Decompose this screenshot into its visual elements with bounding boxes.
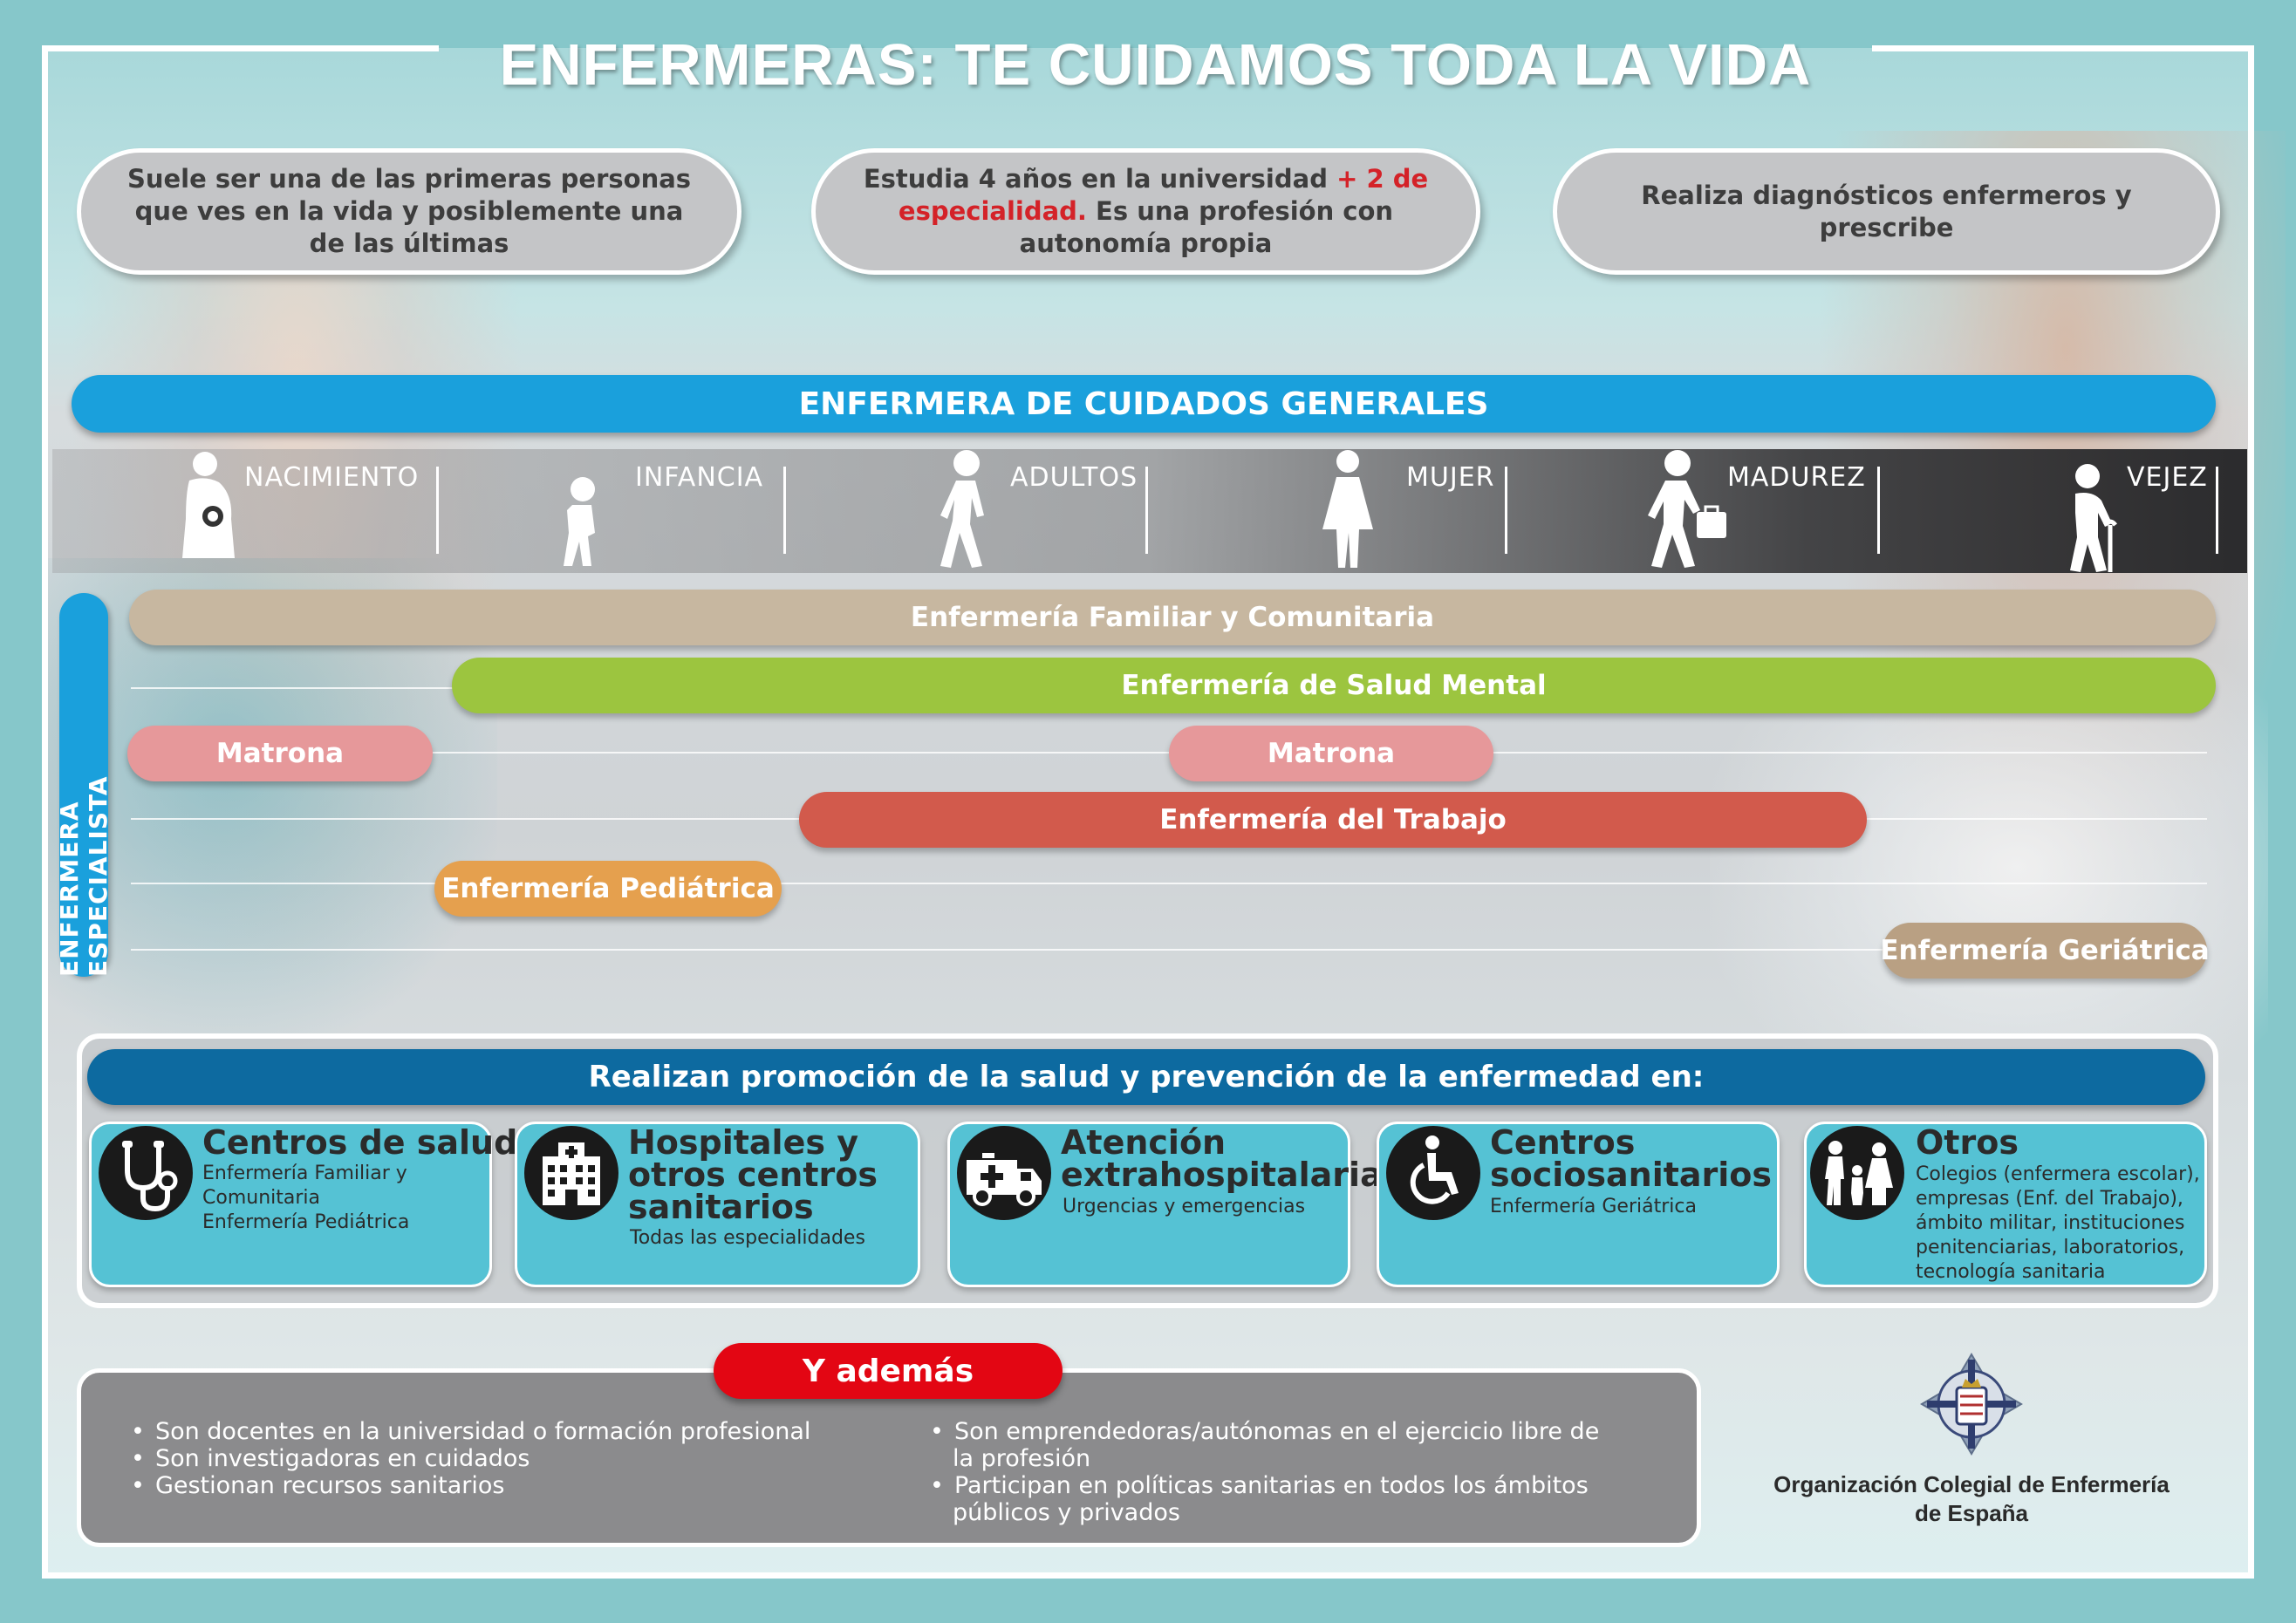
stage-separator [2216, 467, 2218, 554]
stage-separator [1145, 467, 1148, 554]
spec-matrona-mujer: Matrona [1169, 726, 1493, 781]
place-title: Centros [1490, 1123, 1636, 1162]
stage-label-infancia: INFANCIA [635, 462, 764, 493]
organization-name: Organización Colegial de Enfermería de E… [1736, 1470, 2207, 1531]
place-sub: empresas (Enf. del Trabajo), [1916, 1188, 2183, 1210]
stage-separator [783, 467, 786, 554]
info-pill-diagnosis: Realiza diagnósticos enfermeros y prescr… [1553, 148, 2220, 275]
extras-tag: Y además [714, 1343, 1063, 1399]
info-pill-first-persons: Suele ser una de las primeras personas q… [77, 148, 741, 275]
stage-label-mujer: MUJER [1406, 462, 1495, 493]
stage-label-nacimiento: NACIMIENTO [244, 462, 420, 493]
spec-trabajo: Enfermería del Trabajo [799, 792, 1867, 848]
spec-label: Matrona [1267, 738, 1396, 769]
promotion-bar: Realizan promoción de la salud y prevenc… [87, 1049, 2205, 1105]
stage-label-adultos: ADULTOS [1010, 462, 1138, 493]
stethoscope-icon [99, 1126, 193, 1220]
spec-label: Enfermería Familiar y Comunitaria [910, 602, 1435, 633]
family-icon [1810, 1126, 1904, 1220]
place-title: sanitarios [628, 1188, 814, 1226]
stage-separator [1505, 467, 1507, 554]
general-care-bar: ENFERMERA DE CUIDADOS GENERALES [72, 375, 2216, 433]
place-title: extrahospitalaria [1061, 1156, 1383, 1194]
frame-top-left [42, 45, 439, 51]
extras-tag-label: Y además [802, 1353, 974, 1389]
info-pill-studies: Estudia 4 años en la universidad + 2 de … [811, 148, 1480, 275]
place-title: Centros de salud [202, 1123, 518, 1162]
spec-pediatrica: Enfermería Pediátrica [434, 861, 782, 917]
wheelchair-icon [1386, 1126, 1480, 1220]
place-title: Hospitales y [628, 1123, 858, 1162]
extra-item: Gestionan recursos sanitarios [131, 1472, 505, 1499]
guide-line [131, 883, 2207, 884]
place-sub: Todas las especialidades [630, 1227, 865, 1249]
info-pill-text: Suele ser una de las primeras personas q… [126, 164, 692, 258]
extra-item-cont: la profesión [953, 1445, 1091, 1472]
specialist-label: ENFERMERA ESPECIALISTA [55, 775, 113, 977]
studies-highlight: + 2 de especialidad. [898, 164, 1429, 226]
place-sub: Comunitaria [202, 1187, 320, 1209]
elderly-cane-icon [2070, 464, 2117, 572]
pregnant-woman-icon [182, 452, 235, 558]
spec-label: Enfermería Geriátrica [1880, 935, 2210, 966]
guide-line [131, 949, 2207, 951]
extra-item: Son emprendedoras/autónomas en el ejerci… [930, 1418, 1599, 1445]
walking-adult-icon [940, 450, 984, 568]
white-frame [42, 48, 2254, 1579]
studies-text-before: Estudia 4 años en la universidad [863, 164, 1337, 194]
spec-salud-mental: Enfermería de Salud Mental [452, 658, 2216, 713]
organization-logo-icon [1920, 1353, 2023, 1456]
extra-item: Participan en políticas sanitarias en to… [930, 1472, 1589, 1499]
extra-item: Son docentes en la universidad o formaci… [131, 1418, 810, 1445]
place-title: Otros [1916, 1123, 2019, 1162]
info-pill-text: Realiza diagnósticos enfermeros y prescr… [1641, 180, 2132, 242]
child-icon [564, 477, 595, 566]
spec-geriatrica: Enfermería Geriátrica [1880, 923, 2210, 979]
general-care-label: ENFERMERA DE CUIDADOS GENERALES [798, 385, 1489, 422]
spec-label: Enfermería Pediátrica [441, 873, 775, 904]
extra-item-cont: públicos y privados [953, 1499, 1180, 1526]
spec-matrona-nacimiento: Matrona [127, 726, 433, 781]
place-sub: Colegios (enfermera escolar), [1916, 1163, 2200, 1185]
ambulance-icon [957, 1126, 1051, 1220]
place-sub: tecnología sanitaria [1916, 1261, 2106, 1283]
place-title: sociosanitarios [1490, 1156, 1773, 1194]
stage-label-vejez: VEJEZ [2127, 462, 2208, 493]
spec-label: Matrona [215, 738, 345, 769]
place-sub: Enfermería Geriátrica [1490, 1196, 1697, 1217]
spec-familiar-comunitaria: Enfermería Familiar y Comunitaria [129, 590, 2216, 645]
organization-name-line: de España [1914, 1500, 2029, 1526]
info-pill-text: Estudia 4 años en la universidad + 2 de … [851, 163, 1441, 260]
place-sub: ámbito militar, instituciones [1916, 1212, 2185, 1234]
place-sub: Urgencias y emergencias [1063, 1196, 1306, 1217]
place-sub: Enfermería Familiar y [202, 1163, 407, 1184]
stage-separator [436, 467, 439, 554]
place-sub: Enfermería Pediátrica [202, 1211, 410, 1233]
hospital-icon [524, 1126, 618, 1220]
extra-item: Son investigadoras en cuidados [131, 1445, 530, 1472]
specialist-bar [59, 593, 108, 977]
organization-name-line: Organización Colegial de Enfermería [1773, 1471, 2170, 1497]
studies-text-after: Es una profesión con autonomía propia [1019, 196, 1394, 258]
stage-separator [1877, 467, 1880, 554]
place-title: Atención [1061, 1123, 1227, 1162]
frame-top-right [1872, 45, 2254, 51]
page-title: ENFERMERAS: TE CUIDAMOS TODA LA VIDA [499, 32, 1812, 98]
spec-label: Enfermería de Salud Mental [1121, 670, 1547, 701]
spec-label: Enfermería del Trabajo [1159, 804, 1507, 835]
woman-icon [1322, 450, 1373, 568]
worker-briefcase-icon [1648, 450, 1726, 568]
place-sub: penitenciarias, laboratorios, [1916, 1237, 2185, 1258]
life-stages-band [52, 449, 2247, 573]
promotion-title: Realizan promoción de la salud y prevenc… [588, 1060, 1705, 1095]
place-title: otros centros [628, 1156, 878, 1194]
stage-label-madurez: MADUREZ [1727, 462, 1866, 493]
